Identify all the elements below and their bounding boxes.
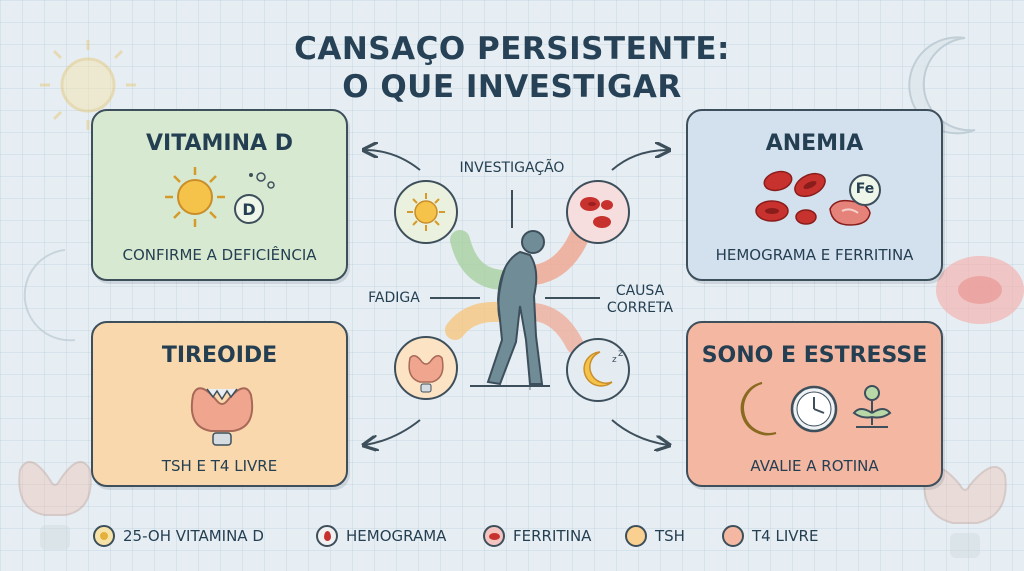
blood-cell-icon bbox=[483, 525, 505, 547]
red-blood-cells-icon bbox=[755, 170, 871, 226]
center-moon-circle: z z bbox=[566, 338, 630, 402]
sun-icon bbox=[93, 525, 115, 547]
card-anemia-title: ANEMIA bbox=[765, 131, 864, 156]
legend-label-tsh: TSH bbox=[655, 527, 685, 545]
thyroid-icon bbox=[190, 387, 254, 446]
iron-fe-badge-icon bbox=[849, 174, 881, 206]
tired-person-icon bbox=[470, 230, 550, 387]
center-blood-circle bbox=[566, 180, 630, 244]
legend-item-hemograma: HEMOGRAMA bbox=[316, 522, 446, 550]
card-anemia: ANEMIA Fe HEMOGRAMA E FERRITINA bbox=[686, 109, 943, 281]
t4-dot-icon bbox=[722, 525, 744, 547]
flow-anemia bbox=[525, 225, 590, 285]
center-thyroid-circle bbox=[394, 336, 458, 400]
label-causa-correta: CAUSA CORRETA bbox=[595, 283, 685, 317]
legend-item-vitamina-d: 25-OH VITAMINA D bbox=[93, 522, 264, 550]
page-title: CANSAÇO PERSISTENTE: O QUE INVESTIGAR bbox=[0, 30, 1024, 106]
sleep-icons bbox=[740, 382, 892, 436]
title-line-2: O QUE INVESTIGAR bbox=[342, 69, 682, 105]
card-tireoide-text: TSH E T4 LIVRE bbox=[161, 457, 278, 475]
card-vitamina-d-text: CONFIRME A DEFICIÊNCIA bbox=[122, 246, 317, 264]
bg-thyroid-left-icon bbox=[18, 461, 92, 550]
arrow-to-vitamina bbox=[365, 150, 421, 171]
bg-moon-left-icon bbox=[23, 249, 76, 342]
bg-thyroid-right-icon bbox=[923, 466, 1007, 558]
flow-vitamina bbox=[450, 230, 515, 290]
card-sono-estresse: SONO E ESTRESSE AVALIE A ROTINA bbox=[686, 321, 943, 487]
card-sono-title: SONO E ESTRESSE bbox=[701, 343, 928, 368]
card-anemia-text: HEMOGRAMA E FERRITINA bbox=[715, 246, 914, 264]
tsh-dot-icon bbox=[625, 525, 647, 547]
arrow-to-tireoide bbox=[365, 419, 421, 445]
moon-icon bbox=[740, 382, 777, 436]
card-vitamina-d: VITAMINA D D CONFIRME A DEFICIÊNCIA bbox=[91, 109, 348, 281]
svg-text:D: D bbox=[242, 200, 255, 219]
legend: 25-OH VITAMINA D HEMOGRAMA FERRITINA TSH… bbox=[0, 522, 1024, 550]
svg-text:z: z bbox=[612, 355, 617, 365]
arrow-to-anemia bbox=[611, 150, 668, 171]
sun-vitamin-d-icon: D bbox=[165, 167, 275, 227]
legend-label-t4-livre: T4 LIVRE bbox=[752, 527, 819, 545]
arrow-to-sono bbox=[611, 419, 668, 445]
flow-tireoide bbox=[445, 301, 510, 340]
meditation-icon bbox=[852, 385, 892, 428]
label-correta: CORRETA bbox=[606, 300, 674, 316]
card-vitamina-d-title: VITAMINA D bbox=[146, 131, 293, 156]
card-tireoide: TIREOIDE TSH E T4 LIVRE bbox=[91, 321, 348, 487]
iron-fe-badge-text: Fe bbox=[855, 181, 875, 197]
legend-item-tsh: TSH bbox=[625, 522, 685, 550]
card-sono-text: AVALIE A ROTINA bbox=[750, 457, 879, 475]
legend-label-ferritina: FERRITINA bbox=[513, 527, 592, 545]
clock-icon bbox=[790, 385, 838, 433]
label-investigacao: INVESTIGAÇÃO bbox=[459, 160, 565, 176]
legend-label-hemograma: HEMOGRAMA bbox=[346, 527, 447, 545]
card-tireoide-title: TIREOIDE bbox=[161, 343, 278, 368]
blood-drop-icon bbox=[316, 525, 338, 547]
legend-item-ferritina: FERRITINA bbox=[483, 522, 591, 550]
bg-blood-cell-icon bbox=[936, 256, 1024, 324]
label-fadiga: FADIGA bbox=[368, 290, 420, 306]
center-sun-circle bbox=[394, 180, 458, 244]
flow-sono bbox=[526, 303, 584, 354]
label-causa: CAUSA bbox=[615, 283, 665, 299]
svg-text:z: z bbox=[618, 348, 623, 359]
legend-item-t4-livre: T4 LIVRE bbox=[722, 522, 818, 550]
title-line-1: CANSAÇO PERSISTENTE: bbox=[294, 31, 730, 67]
legend-label-vitamina-d: 25-OH VITAMINA D bbox=[123, 527, 264, 545]
